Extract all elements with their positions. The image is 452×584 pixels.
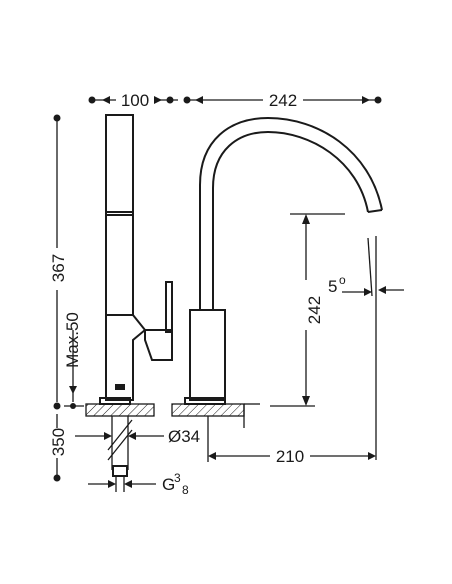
- countertop: [85, 397, 260, 428]
- shank-length-label: 350: [49, 428, 68, 456]
- angle-dimension: [342, 236, 404, 460]
- dim-dot: [53, 114, 61, 122]
- head-width-label: 100: [121, 91, 149, 110]
- dim-dot: [374, 96, 382, 104]
- outlet-reach-label: 210: [276, 447, 304, 466]
- spout-reach-label: 242: [269, 91, 297, 110]
- lever-tap-body: [105, 114, 173, 401]
- outlet-reach-dimension: [207, 416, 376, 462]
- gooseneck-spout: [189, 116, 383, 401]
- svg-text:3: 3: [174, 471, 181, 485]
- top-dimension-line: [88, 96, 382, 104]
- angle-unit-label: o: [339, 273, 346, 287]
- spout-height-label: 242: [305, 296, 324, 324]
- dim-dot: [53, 474, 61, 482]
- shank-assembly: [75, 416, 164, 492]
- total-height-label: 367: [49, 254, 68, 282]
- svg-text:G: G: [162, 475, 175, 494]
- dim-dot: [183, 96, 191, 104]
- dim-dot: [53, 402, 61, 410]
- thread-size-label: G 3 8: [162, 471, 189, 497]
- svg-text:8: 8: [182, 483, 189, 497]
- max-deck-label: Max.50: [63, 312, 82, 368]
- hole-diameter-label: Ø34: [168, 427, 200, 446]
- spout-height-dimension: [270, 213, 345, 407]
- dim-dot: [88, 96, 96, 104]
- dim-dot: [166, 96, 174, 104]
- left-dimension-line: [53, 114, 84, 482]
- angle-label: 5: [328, 277, 337, 296]
